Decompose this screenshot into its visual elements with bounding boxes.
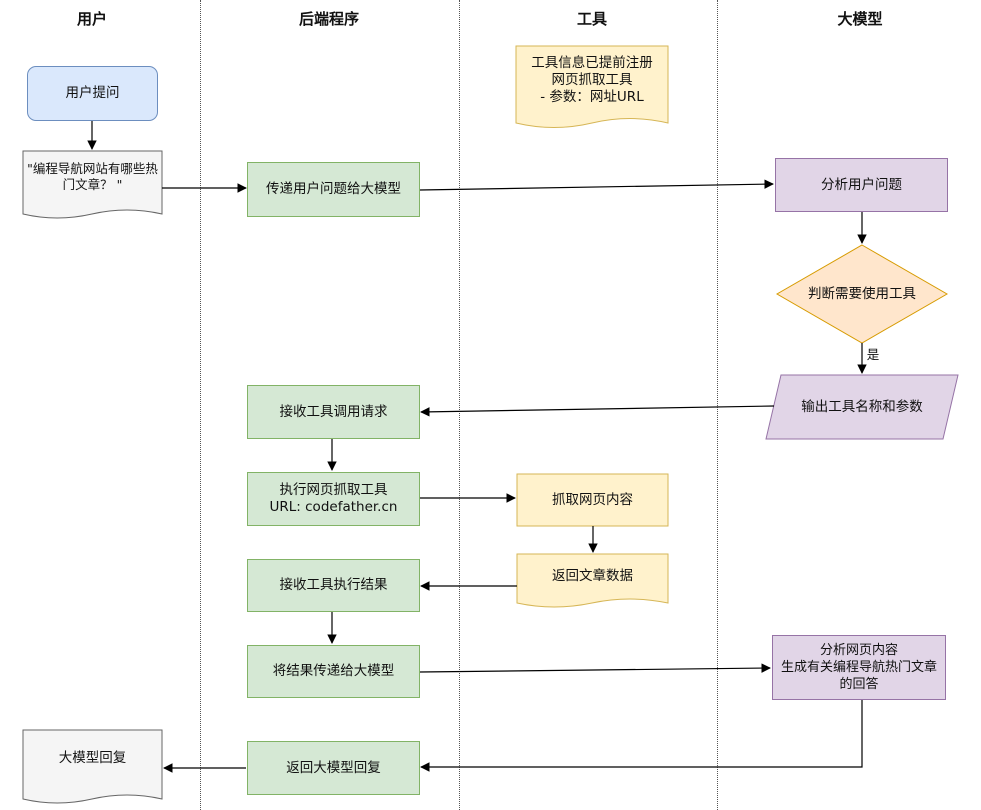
analyze-question-node: 分析用户问题: [775, 158, 948, 212]
receive-tool-call-node: 接收工具调用请求: [247, 385, 420, 439]
tool-note-document-shape: [515, 45, 669, 128]
tool-registered-text: 工具信息已提前注册 网页抓取工具 - 参数：网址URL: [531, 54, 653, 105]
arrow-output-to-receive: [420, 405, 775, 417]
output-parallelogram-shape: [765, 374, 959, 440]
lane-title-tool: 工具: [576, 10, 607, 28]
arrow-pass-to-analyze: [419, 179, 774, 191]
lane-title-backend: 后端程序: [298, 10, 359, 28]
user-query-document-shape: [22, 150, 163, 219]
lane-title-llm: 大模型: [837, 10, 883, 28]
execute-tool-node: 执行网页抓取工具 URL: codefather.cn: [247, 472, 420, 526]
lane-title-user: 用户: [76, 10, 107, 28]
final-reply-document-shape: [22, 729, 163, 804]
fetch-page-shape: [516, 473, 669, 527]
decide-tool-text: 判断需要使用工具: [808, 285, 916, 302]
lane-divider-3: [717, 0, 718, 810]
arrow-analyze-content-to-return-reply: [420, 700, 863, 772]
pass-question-node: 传递用户问题给大模型: [247, 162, 420, 217]
final-reply-text: 大模型回复: [58, 749, 127, 766]
arrow-pass-result-to-analyze-content: [419, 663, 771, 673]
lane-divider-1: [200, 0, 201, 810]
fetch-page-text: 抓取网页内容: [552, 491, 633, 508]
lane-divider-2: [459, 0, 460, 810]
receive-result-node: 接收工具执行结果: [247, 559, 420, 612]
output-tool-text: 输出工具名称和参数: [801, 398, 923, 415]
user-question-node: 用户提问: [27, 66, 158, 121]
return-reply-node: 返回大模型回复: [247, 741, 420, 795]
user-query-text: "编程导航网站有哪些热 门文章？ ": [27, 161, 158, 192]
analyze-content-node: 分析网页内容 生成有关编程导航热门文章 的回答: [772, 635, 946, 700]
pass-result-node: 将结果传递给大模型: [247, 645, 420, 698]
return-article-document-shape: [516, 553, 669, 608]
yes-label: 是: [866, 346, 880, 362]
return-article-text: 返回文章数据: [552, 567, 633, 584]
